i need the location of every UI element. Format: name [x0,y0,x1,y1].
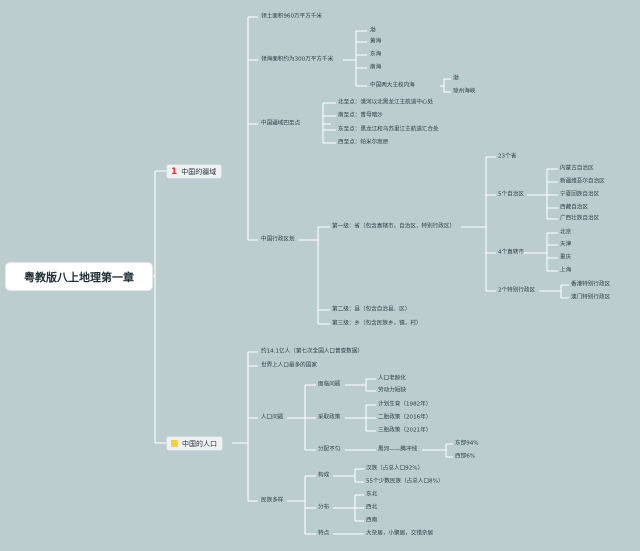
connector [440,78,451,93]
autonomous-region: 内蒙古自治区 [560,165,594,172]
connector [539,284,569,299]
municipal-title: 4个直辖市 [498,249,524,256]
policy-item: 计划生育（1982年） [378,401,432,408]
admin-level-3: 第三级：乡（包含民族乡，镇，村） [332,320,422,327]
connector [152,170,166,444]
dist-title: 分布 [318,504,330,511]
connector [247,16,258,241]
problem-item: 劳动力短缺 [378,387,406,394]
composition-item: 汉族（占总人口92%） [366,465,424,472]
branch-territory[interactable]: 1 中国的疆域 [166,164,223,179]
branch-number-badge: 1 [171,166,178,177]
autonomous-region: 新疆维吾尔自治区 [560,178,605,185]
connector [527,168,558,220]
inland-sea-item: 琼州海峡 [453,88,476,95]
connector [345,378,376,392]
branch-territory-label: 中国的疆域 [181,167,217,176]
connector [299,226,330,325]
traits-text: 大杂居，小聚居，交错杂居 [366,530,434,537]
problem-item: 人口老龄化 [378,375,406,382]
distribution-title: 分配不匀 [318,446,341,453]
west-share: 西部6% [455,453,476,460]
sea-item: 南海 [370,64,382,71]
municipality: 天津 [560,241,572,248]
branch-population-label: 中国的人口 [182,439,217,448]
population-total: 约14.1亿人（第七次全国人口普查数据） [261,348,363,355]
extreme-point: 北至点：漠河以北黑龙江主航道中心处 [338,99,434,106]
autonomous-title: 5个自治区 [498,191,524,198]
connector [422,443,453,458]
most-populous: 世界上人口最多的国家 [261,362,317,369]
policy-title: 采取政策 [318,414,341,421]
connector [333,494,364,522]
problems-title: 面临问题 [318,381,341,388]
extreme-point: 东至点：黑龙江和乌苏里江主航道汇合处 [338,126,439,133]
autonomous-region: 西藏自治区 [560,204,588,211]
connector [345,404,376,432]
inland-sea-title: 中国两大主权内海 [370,82,415,89]
connector [287,384,316,451]
land-area: 领土面积960万平方千米 [261,13,323,20]
dist-item: 西南 [366,517,378,524]
autonomous-region: 宁夏回族自治区 [560,191,600,198]
autonomous-region: 广西壮族自治区 [560,215,600,222]
connector [343,30,367,87]
extreme-point: 西至点：帕米尔高原 [338,139,389,146]
root-node[interactable]: 粤教版八上地理第一章 [6,263,152,290]
root-title: 粤教版八上地理第一章 [24,270,134,284]
connector [514,232,558,272]
issues-title: 人口问题 [261,414,284,421]
dist-item: 东北 [366,491,378,498]
connector [322,102,336,144]
provinces-count: 23个省 [498,153,517,160]
sar-item: 香港特别行政区 [571,281,611,288]
composition-title: 构成 [318,472,330,479]
admin-level-2: 第二级：县（包含自治县、区） [332,306,411,313]
sea-item: 黄海 [370,38,382,45]
policy-item: 二胎政策（2016年） [378,414,432,421]
connector [232,351,258,502]
dist-item: 西北 [366,504,378,511]
hu-line: 黑河——腾冲线 [378,446,418,453]
branch-population[interactable]: 中国的人口 [166,436,223,451]
east-share: 东部94% [455,440,479,447]
connector [333,468,364,483]
sea-item: 东海 [370,51,382,58]
sea-item: 渤 [370,27,376,34]
municipality: 北京 [560,229,572,236]
sea-area: 领海面积约为300万平方千米 [261,56,334,63]
extreme-point: 南至点：曾母暗沙 [338,112,383,119]
traits-title: 特点 [318,530,330,537]
diversity-title: 民族多样 [261,497,284,504]
municipality: 重庆 [560,254,572,261]
yellow-marker-icon [171,440,178,447]
inland-sea-item: 渤 [453,75,459,82]
connector [287,475,316,535]
connector [461,156,496,292]
policy-item: 三胎政策（2021年） [378,427,432,434]
admin-title: 中国行政区划 [261,236,295,243]
extremes-title: 中国疆域四至点 [261,120,301,127]
admin-level-1: 第一级：省（包含直辖市，自治区，特别行政区） [332,223,456,230]
sar-title: 2个特别行政区 [498,287,536,294]
composition-item: 55个少数民族（占总人口8%） [366,478,444,485]
sar-item: 澳门特别行政区 [571,294,611,301]
municipality: 上海 [560,267,572,274]
